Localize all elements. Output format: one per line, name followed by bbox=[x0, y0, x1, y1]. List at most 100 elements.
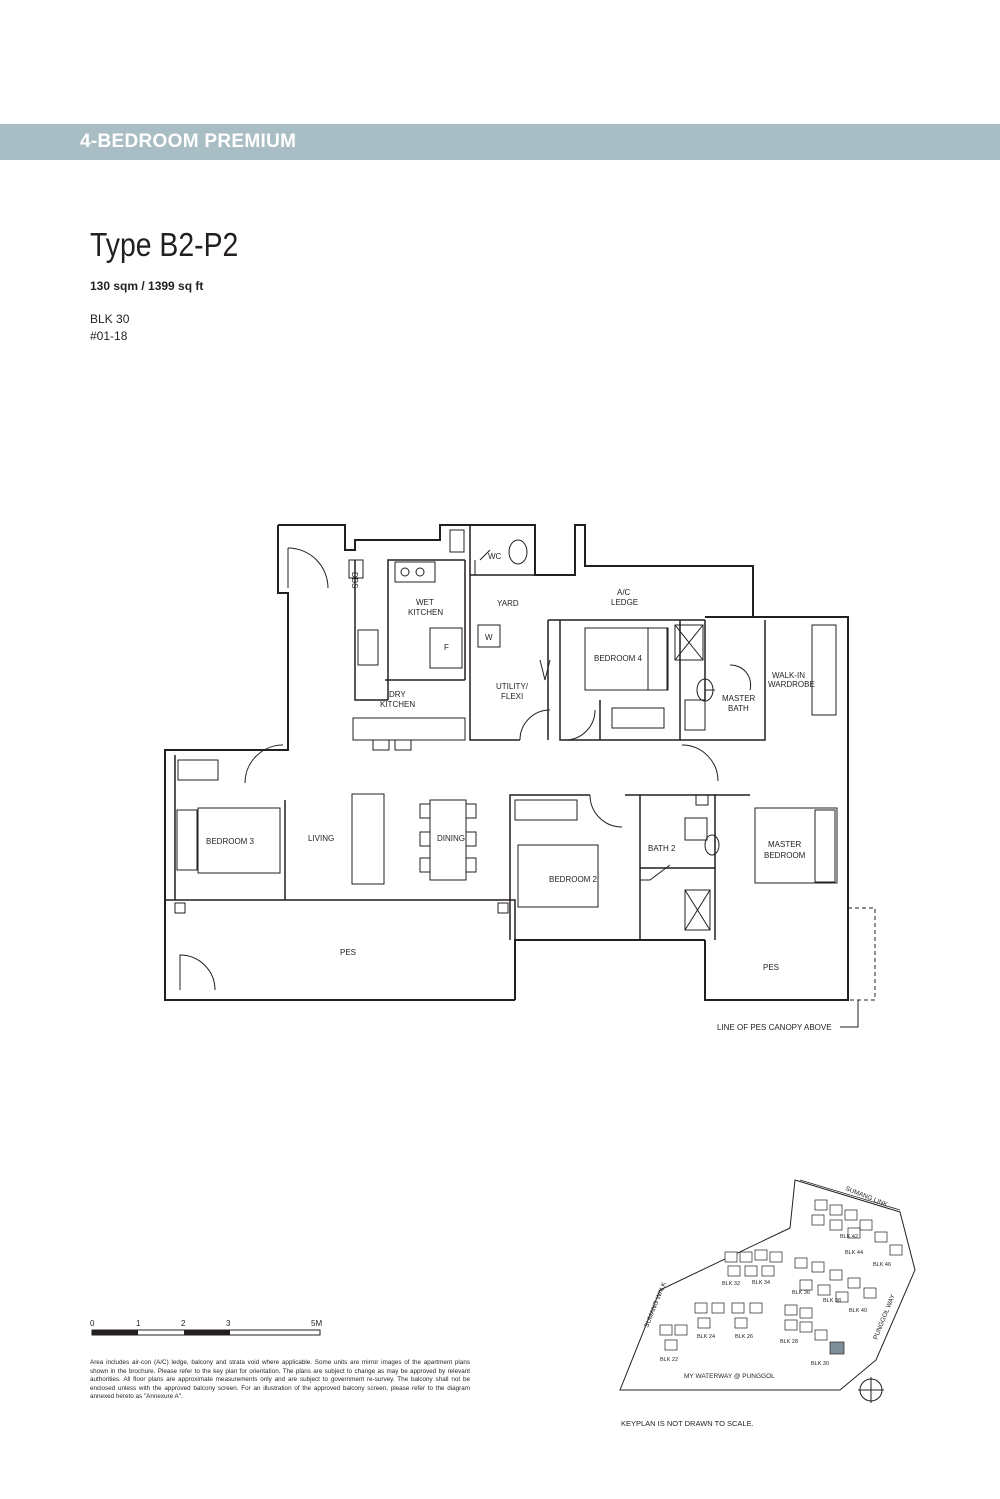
scale-label-2: 2 bbox=[181, 1319, 186, 1328]
label-wet-kitchen-2: KITCHEN bbox=[408, 608, 443, 617]
unit-number: #01-18 bbox=[90, 329, 128, 343]
label-wet-kitchen-1: WET bbox=[416, 598, 434, 607]
bath-2-shower bbox=[684, 889, 711, 931]
label-bedroom-3: BEDROOM 3 bbox=[206, 837, 255, 846]
label-pes-side: PES bbox=[763, 963, 779, 972]
label-pes-main: PES bbox=[340, 948, 356, 957]
keyplan-note: KEYPLAN IS NOT DRAWN TO SCALE. bbox=[621, 1419, 754, 1428]
bedroom-3-bedside bbox=[176, 809, 198, 871]
washer-box bbox=[477, 624, 501, 648]
scale-label-0: 0 bbox=[90, 1319, 95, 1328]
label-wc: WC bbox=[488, 552, 502, 561]
bedroom-4-door-swing bbox=[564, 709, 596, 741]
label-master-bath-2: BATH bbox=[728, 704, 749, 713]
label-bedroom-2: BEDROOM 2 bbox=[549, 875, 598, 884]
dining-chair bbox=[419, 831, 431, 847]
master-toilet bbox=[696, 678, 714, 702]
label-ac-ledge-2: LEDGE bbox=[611, 598, 638, 607]
stove bbox=[357, 629, 379, 666]
label-yard: YARD bbox=[497, 599, 519, 608]
stool bbox=[372, 739, 390, 751]
bedroom-3-door-swing bbox=[244, 744, 284, 784]
keyplan-blk-42: BLK 42 bbox=[840, 1234, 858, 1240]
yard-door bbox=[539, 659, 551, 681]
keyplan-blk-22: BLK 22 bbox=[660, 1357, 678, 1363]
label-master-bedroom-2: BEDROOM bbox=[764, 851, 806, 860]
dining-chair bbox=[419, 803, 431, 819]
label-dry-kitchen-1: DRY bbox=[389, 690, 406, 699]
disclaimer-text: Area includes air-con (A/C) ledge, balco… bbox=[90, 1359, 470, 1401]
label-utility-2: FLEXI bbox=[501, 692, 523, 701]
keyplan-road-sumang-walk: SUMANG WALK bbox=[643, 1281, 668, 1329]
scale-bar: 0 1 2 3 5M bbox=[90, 1319, 322, 1336]
keyplan-blk-26: BLK 26 bbox=[735, 1334, 753, 1340]
keyplan-blk-36: BLK 36 bbox=[792, 1290, 810, 1296]
bedroom-2-bed bbox=[517, 844, 599, 908]
unit-type-title: Type B2-P2 bbox=[90, 226, 239, 263]
keyplan-blk-28: BLK 28 bbox=[780, 1339, 798, 1345]
bedroom-4-bedside bbox=[647, 627, 669, 691]
kitchen-wall bbox=[354, 559, 465, 701]
utility-door-swing bbox=[519, 709, 551, 741]
bedroom-4-wall bbox=[547, 619, 705, 740]
keyplan-blk-38: BLK 38 bbox=[823, 1298, 841, 1304]
bedroom-3-wardrobe bbox=[177, 759, 219, 781]
pes-door-swing bbox=[179, 954, 216, 991]
label-dry-kitchen-2: KITCHEN bbox=[380, 700, 415, 709]
walk-in-wardrobe-shelf bbox=[811, 624, 837, 716]
keyplan-blk-24: BLK 24 bbox=[697, 1334, 715, 1340]
stool bbox=[394, 739, 412, 751]
dining-chair bbox=[465, 831, 477, 847]
bedroom-4-west-wall bbox=[559, 620, 601, 741]
master-bath-door-swing bbox=[705, 664, 752, 691]
label-dbs: DBS bbox=[350, 572, 359, 588]
banner-title: 4-BEDROOM PREMIUM bbox=[80, 131, 297, 152]
dining-chair bbox=[465, 857, 477, 873]
bedroom-2-door-swing bbox=[589, 794, 623, 828]
label-ac-ledge-1: A/C bbox=[617, 588, 631, 597]
scale-label-3: 3 bbox=[226, 1319, 231, 1328]
bedroom-2-wall bbox=[509, 794, 590, 940]
main-door-swing bbox=[287, 547, 329, 589]
pes-canopy-line bbox=[848, 907, 876, 1001]
fridge-box bbox=[429, 627, 463, 669]
bedroom-2-wardrobe bbox=[514, 799, 578, 821]
label-master-bedroom-1: MASTER bbox=[768, 840, 802, 849]
scale-label-1: 1 bbox=[136, 1319, 141, 1328]
label-walkin-1: WALK-IN bbox=[772, 671, 805, 680]
outer-wall-west bbox=[164, 525, 515, 1001]
master-bedroom-door-swing bbox=[681, 744, 719, 782]
master-bedside bbox=[814, 809, 836, 883]
label-fridge: F bbox=[444, 643, 449, 652]
pes-boundary bbox=[165, 899, 516, 990]
scale-label-5m: 5M bbox=[311, 1319, 322, 1328]
bedroom-3-bed bbox=[197, 807, 281, 874]
keyplan-blk-32: BLK 32 bbox=[722, 1281, 740, 1287]
dining-chair bbox=[419, 857, 431, 873]
keyplan: BLK 42 BLK 44 BLK 46 BLK 32 BLK 34 BLK 3… bbox=[619, 1179, 916, 1391]
kitchen-island bbox=[352, 717, 466, 741]
label-utility-1: UTILITY/ bbox=[496, 682, 529, 691]
dbs-shaft bbox=[348, 559, 364, 579]
master-bed bbox=[754, 807, 838, 884]
bedroom-3-wall bbox=[174, 755, 286, 900]
keyplan-blk-40: BLK 40 bbox=[849, 1308, 867, 1314]
outer-wall-east bbox=[704, 616, 849, 1001]
wet-kitchen-wall bbox=[385, 560, 466, 681]
keyplan-blk-46: BLK 46 bbox=[873, 1262, 891, 1268]
keyplan-highlight-block bbox=[829, 1341, 845, 1355]
bedroom-4-wardrobe bbox=[611, 707, 665, 729]
label-walkin-2: WARDROBE bbox=[768, 680, 815, 689]
master-bath-basin bbox=[684, 699, 706, 731]
label-dining: DINING bbox=[437, 834, 465, 843]
master-bath-walls bbox=[680, 620, 766, 741]
label-master-bath-1: MASTER bbox=[722, 694, 756, 703]
keyplan-blk-30: BLK 30 bbox=[811, 1361, 829, 1367]
bath-2-door bbox=[640, 864, 671, 881]
unit-block: BLK 30 bbox=[90, 312, 130, 326]
wc-toilet bbox=[508, 539, 528, 565]
dining-chair bbox=[465, 803, 477, 819]
label-washer: W bbox=[485, 633, 493, 642]
label-bath-2: BATH 2 bbox=[648, 844, 676, 853]
